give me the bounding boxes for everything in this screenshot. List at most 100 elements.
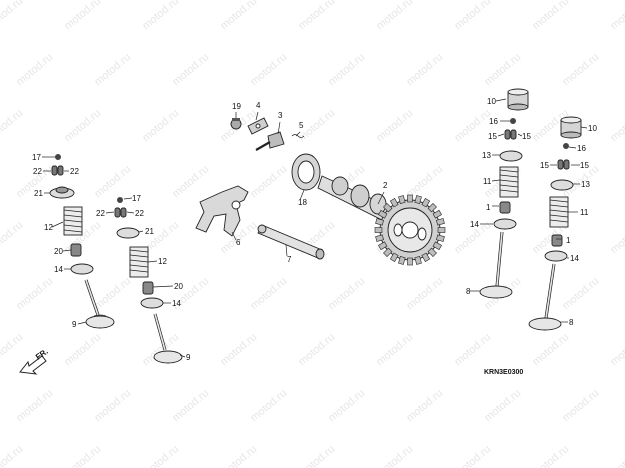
- watermark-text: motod.ru: [482, 51, 523, 88]
- callout-number: 8: [466, 287, 471, 296]
- watermark-text: motod.ru: [560, 275, 601, 312]
- callout-number: 22: [96, 209, 105, 218]
- front-label: FR.: [34, 347, 50, 362]
- rocker-shaft-7: [257, 224, 325, 260]
- sprocket-tooth: [421, 198, 431, 208]
- sprocket-tooth: [427, 203, 437, 213]
- callout-number: 2: [383, 181, 388, 190]
- callout-number: 1: [486, 203, 491, 212]
- leader-line: [277, 121, 281, 135]
- watermark-text: motod.ru: [14, 387, 55, 424]
- watermark-text: motod.ru: [608, 443, 625, 468]
- sprocket-tooth: [375, 218, 384, 226]
- callout-number: 6: [236, 238, 241, 247]
- sprocket-tooth: [375, 234, 384, 242]
- watermark-text: motod.ru: [530, 443, 571, 468]
- watermark-text: motod.ru: [248, 275, 289, 312]
- valve-cotter-17: [55, 154, 61, 160]
- decomp-parts: [230, 117, 305, 151]
- watermark-text: motod.ru: [608, 107, 625, 144]
- rocker-arm-6: [195, 185, 249, 237]
- valve-assembly-left-lower: [114, 197, 183, 364]
- diagram-code: KRN3E0300: [484, 369, 523, 376]
- tappet-10-a: [507, 88, 529, 111]
- watermark-text: motod.ru: [296, 0, 337, 32]
- callout-number: 15: [540, 161, 549, 170]
- sprocket-tooth: [378, 209, 388, 219]
- sprocket-tooth: [398, 256, 406, 265]
- callout-number: 17: [132, 194, 141, 203]
- valve-9-right: [153, 313, 183, 364]
- callout-number: 11: [483, 177, 492, 186]
- leader-line: [568, 146, 577, 149]
- callout-number: 19: [232, 102, 241, 111]
- watermark-text: motod.ru: [0, 0, 25, 32]
- leader-line: [295, 131, 301, 137]
- stem-seal-20: [70, 243, 82, 257]
- leader-line: [123, 197, 133, 200]
- leader-line: [62, 249, 72, 252]
- sprocket-tooth: [407, 194, 413, 203]
- sprocket-tooth: [378, 241, 388, 251]
- sprocket-tooth: [383, 203, 393, 213]
- watermark-text: motod.ru: [530, 331, 571, 368]
- watermark-text: motod.ru: [374, 107, 415, 144]
- watermark-text: motod.ru: [248, 51, 289, 88]
- watermark-text: motod.ru: [170, 163, 211, 200]
- callout-number: 21: [145, 227, 154, 236]
- watermark-text: motod.ru: [608, 0, 625, 32]
- watermark-text: motod.ru: [14, 51, 55, 88]
- watermark-text: motod.ru: [218, 331, 259, 368]
- leader-line: [138, 230, 144, 233]
- watermark-text: motod.ru: [374, 443, 415, 468]
- callout-number: 14: [570, 254, 579, 263]
- tappet-10-b: [560, 116, 582, 139]
- leader-line: [580, 126, 588, 129]
- callout-number: 4: [256, 101, 261, 110]
- watermark-text: motod.ru: [14, 275, 55, 312]
- leader-line: [231, 231, 237, 241]
- watermark-text: motod.ru: [140, 443, 181, 468]
- watermark-text: motod.ru: [62, 443, 103, 468]
- watermark-text: motod.ru: [248, 163, 289, 200]
- callout-number: 8: [569, 318, 574, 327]
- watermark-text: motod.ru: [608, 331, 625, 368]
- callout-number: 20: [174, 282, 183, 291]
- watermark-text: motod.ru: [140, 0, 181, 32]
- watermark-text: motod.ru: [560, 387, 601, 424]
- callout-number: 16: [577, 144, 586, 153]
- valve-assembly-right-upper: [479, 88, 529, 299]
- watermark-text: motod.ru: [0, 443, 25, 468]
- callout-number: 10: [487, 97, 496, 106]
- leader-line: [495, 98, 507, 102]
- callout-number: 14: [54, 265, 63, 274]
- callout-number: 22: [135, 209, 144, 218]
- spring-seat-14: [70, 263, 94, 275]
- valve-assembly-left-upper: [49, 154, 115, 329]
- watermark-text: motod.ru: [296, 443, 337, 468]
- watermark-text: motod.ru: [0, 331, 25, 368]
- watermark-text: motod.ru: [452, 443, 493, 468]
- leader-line: [105, 211, 115, 214]
- callout-number: 16: [489, 117, 498, 126]
- sprocket-tooth: [414, 256, 422, 265]
- callout-number: 10: [588, 124, 597, 133]
- callout-number: 9: [186, 353, 191, 362]
- callout-number: 13: [482, 151, 491, 160]
- callout-number: 15: [488, 132, 497, 141]
- watermark-text: motod.ru: [140, 107, 181, 144]
- watermark-text: motod.ru: [248, 387, 289, 424]
- valve-spring-11-a: [499, 166, 519, 198]
- leader-line: [491, 179, 501, 182]
- callout-number: 12: [44, 223, 53, 232]
- callout-number: 12: [158, 257, 167, 266]
- watermark-text: motod.ru: [374, 331, 415, 368]
- callout-number: 1: [566, 236, 571, 245]
- valve-assembly-right-lower: [528, 116, 582, 331]
- valve-8-b: [528, 263, 562, 331]
- callout-number: 18: [298, 198, 307, 207]
- watermark-text: motod.ru: [0, 219, 25, 256]
- watermark-text: motod.ru: [608, 219, 625, 256]
- sprocket-tooth: [383, 247, 393, 257]
